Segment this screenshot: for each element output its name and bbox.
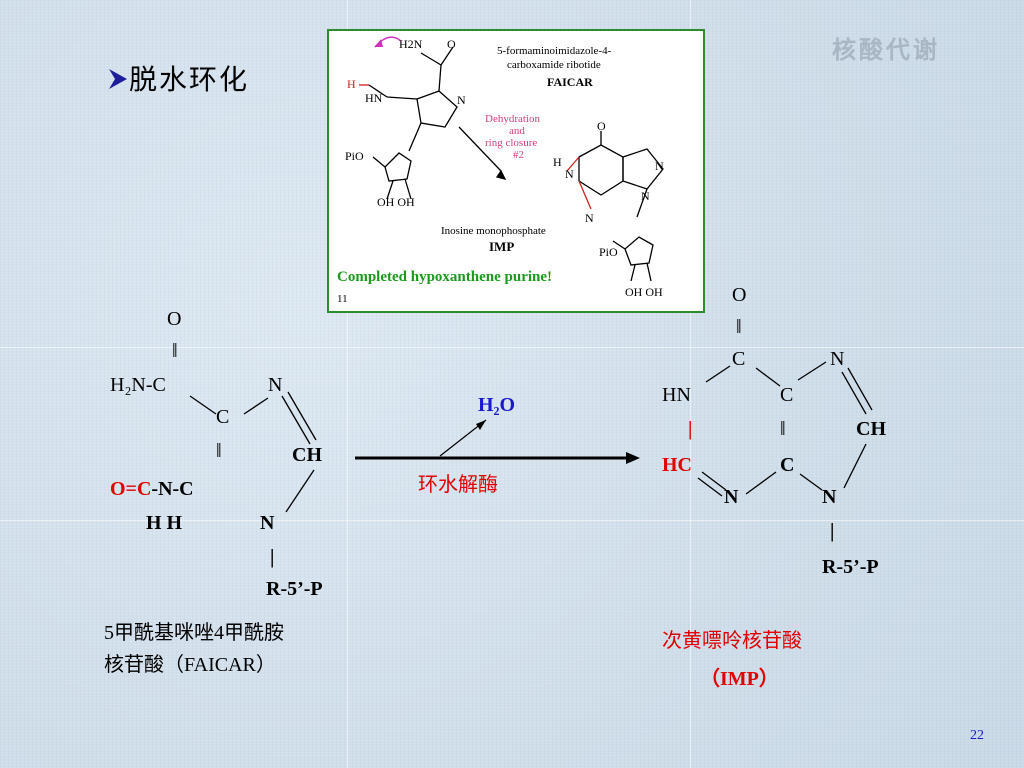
faicar-r: R-5’-P bbox=[266, 578, 323, 600]
imp-double-bond-2: ‖ bbox=[780, 418, 786, 440]
figure-structures bbox=[359, 36, 664, 282]
pio-label: PiO bbox=[345, 149, 364, 163]
imp-hc: HC bbox=[662, 454, 692, 476]
imp-h-label: H bbox=[553, 155, 562, 169]
imp-abbrev: IMP bbox=[489, 239, 515, 254]
imp-name: 次黄嘌呤核苷酸 bbox=[662, 630, 802, 652]
faicar-double-bond: ‖ bbox=[172, 340, 178, 362]
faicar-o: O bbox=[167, 308, 182, 330]
imp-n-label: N bbox=[565, 167, 574, 181]
faicar-name-1: 5甲酰基咪唑4甲酰胺 bbox=[104, 622, 284, 644]
faicar-n2: N bbox=[260, 512, 275, 534]
heading-text: 脱水环化 bbox=[129, 63, 250, 96]
faicar-ch: CH bbox=[292, 444, 322, 466]
imp-o: O bbox=[732, 284, 747, 306]
imp-hn: HN bbox=[662, 384, 691, 406]
imp-ohoh-label: OH OH bbox=[625, 285, 663, 299]
water-label: H₂O bbox=[478, 394, 516, 416]
faicar-fullname-1: 5-formaminoimidazole-4- bbox=[497, 45, 612, 57]
faicar-fullname-2: carboxamide ribotide bbox=[507, 59, 601, 71]
faicar-n1: N bbox=[268, 374, 283, 396]
faicar-formyl: O=C-N-C bbox=[110, 478, 194, 501]
grid-line bbox=[347, 0, 348, 768]
imp-double-bond: ‖ bbox=[736, 316, 742, 338]
oxygen-label: O bbox=[447, 37, 456, 51]
imp-c-low: C bbox=[780, 454, 795, 476]
imp-abbrev: （IMP） bbox=[700, 668, 779, 690]
arrow-bullet-icon bbox=[109, 69, 127, 89]
imp-n-label: N bbox=[641, 189, 650, 203]
h2n-label: H2N bbox=[399, 37, 423, 51]
faicar-h2nc: H₂N-C bbox=[110, 374, 166, 396]
imp-ch: CH bbox=[856, 418, 886, 440]
imp-r: R-5’-P bbox=[822, 556, 879, 578]
imp-o-label: O bbox=[597, 119, 606, 133]
dehydration-label-4: #2 bbox=[513, 149, 524, 161]
imp-n-top: N bbox=[830, 348, 845, 370]
grid-line bbox=[0, 347, 1024, 348]
imp-n-bot1: N bbox=[724, 486, 739, 508]
n-label: N bbox=[457, 93, 466, 107]
dehydration-label-2: and bbox=[509, 125, 525, 137]
grid-line bbox=[0, 520, 1024, 521]
completed-caption: Completed hypoxanthene purine! bbox=[337, 269, 553, 285]
imp-n-bot2: N bbox=[822, 486, 837, 508]
faicar-abbrev: FAICAR bbox=[547, 75, 593, 89]
imp-c-mid: C bbox=[780, 384, 794, 406]
faicar-name-2: 核苷酸（FAICAR） bbox=[104, 654, 276, 676]
ohoh-label: OH OH bbox=[377, 195, 415, 209]
dehydration-label-1: Dehydration bbox=[485, 113, 540, 125]
inset-slide-number: 11 bbox=[337, 293, 348, 305]
hn-label: HN bbox=[365, 91, 383, 105]
faicar-c: C bbox=[216, 406, 230, 428]
enzyme-label: 环水解酶 bbox=[418, 474, 498, 496]
faicar-oc: O=C bbox=[110, 478, 152, 500]
imp-fullname: Inosine monophosphate bbox=[441, 225, 546, 237]
imp-n-label: N bbox=[655, 159, 664, 173]
dehydration-label-3: ring closure bbox=[485, 137, 538, 149]
faicar-to-imp-figure: H2N O H HN N PiO OH OH 5-formaminoimidaz… bbox=[327, 29, 705, 313]
imp-bar-red: | bbox=[688, 418, 693, 440]
page-number: 22 bbox=[970, 728, 984, 743]
watermark-title: 核酸代谢 bbox=[832, 36, 940, 64]
faicar-double-bond-2: ‖ bbox=[216, 440, 222, 462]
faicar-bar: | bbox=[270, 546, 275, 568]
grid-line bbox=[690, 0, 691, 768]
faicar-hh: H H bbox=[146, 512, 183, 534]
heading: 脱水环化 bbox=[107, 58, 249, 98]
faicar-nc: -N-C bbox=[151, 478, 194, 500]
imp-c-top: C bbox=[732, 348, 746, 370]
formyl-h-label: H bbox=[347, 77, 356, 91]
imp-bar: | bbox=[830, 520, 835, 542]
imp-pio-label: PiO bbox=[599, 245, 618, 259]
imp-n-label: N bbox=[585, 211, 594, 225]
